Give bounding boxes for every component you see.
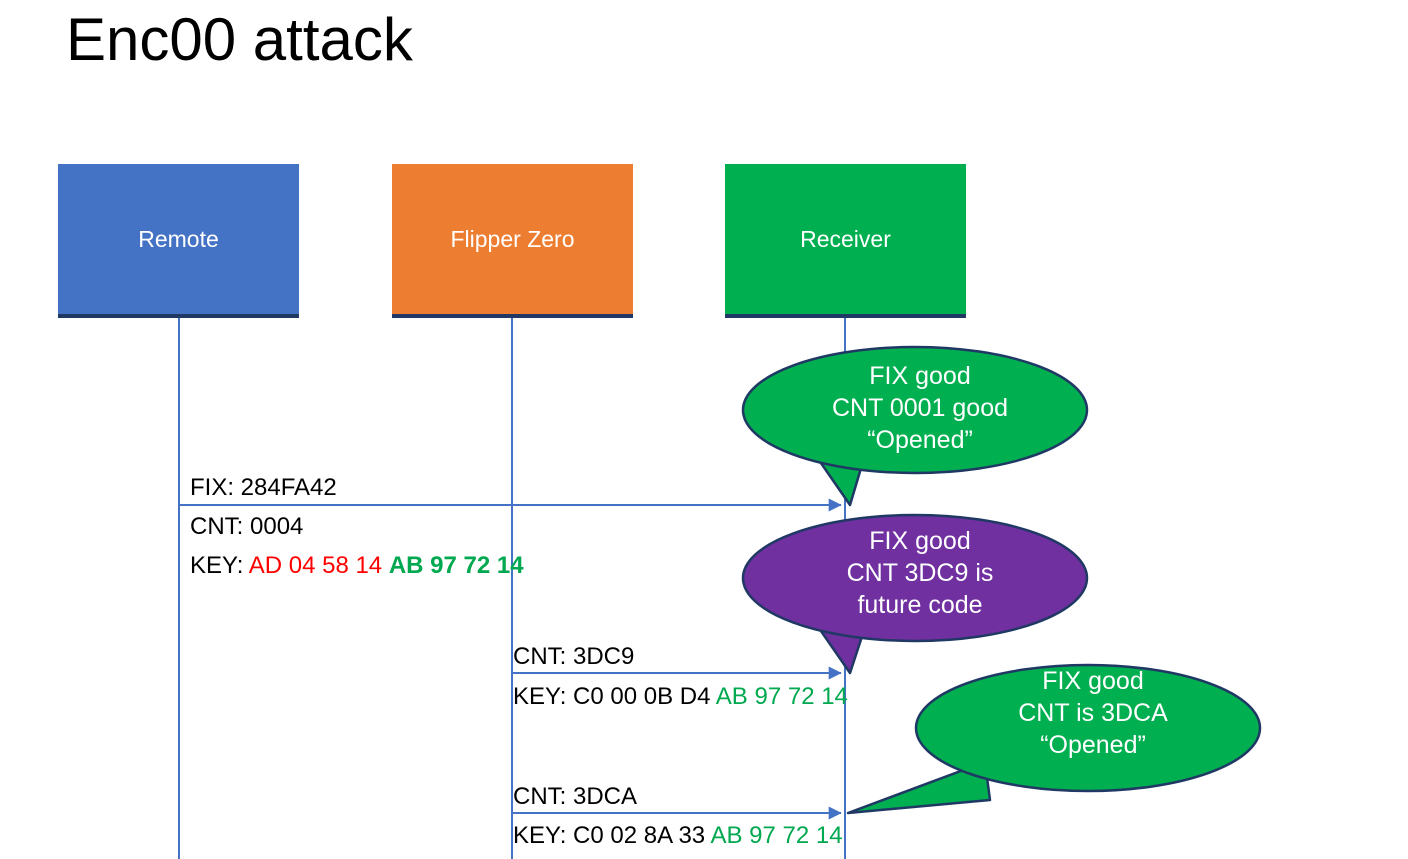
key-green-1: AB 97 72 14 bbox=[388, 552, 524, 579]
key-red-1: AD 04 58 14 bbox=[248, 552, 383, 579]
actor-label-flipper: Flipper Zero bbox=[450, 225, 575, 252]
message-label-cnt-1: CNT: 0004 bbox=[190, 513, 304, 540]
actor-box-receiver: Receiver bbox=[725, 164, 966, 318]
key-green-2: AB 97 72 14 bbox=[715, 683, 848, 710]
actor-label-receiver: Receiver bbox=[800, 225, 891, 252]
page-title: Enc00 attack bbox=[66, 6, 413, 73]
message-label-key-3: KEY: C0 02 8A 33 AB 97 72 14 bbox=[513, 820, 843, 851]
message-label-fix: FIX: 284FA42 bbox=[190, 474, 337, 501]
message-label-key-2: KEY: C0 00 0B D4 AB 97 72 14 bbox=[513, 681, 848, 712]
callout-bubble-2 bbox=[741, 513, 1089, 675]
callout-bubble-3 bbox=[846, 663, 1262, 815]
key-green-3: AB 97 72 14 bbox=[710, 822, 843, 849]
actor-label-remote: Remote bbox=[138, 225, 219, 252]
key-prefix-2: KEY: C0 00 0B D4 bbox=[513, 683, 716, 710]
callout-bubble-1 bbox=[741, 345, 1089, 507]
key-prefix-1: KEY: bbox=[190, 552, 249, 579]
actor-box-remote: Remote bbox=[58, 164, 299, 318]
message-label-cnt-3: CNT: 3DCA bbox=[513, 783, 638, 810]
message-label-cnt-2: CNT: 3DC9 bbox=[513, 643, 635, 670]
key-prefix-3: KEY: C0 02 8A 33 bbox=[513, 822, 711, 849]
message-label-key-1: KEY: AD 04 58 14 AB 97 72 14 bbox=[190, 550, 524, 581]
actor-box-flipper: Flipper Zero bbox=[392, 164, 633, 318]
